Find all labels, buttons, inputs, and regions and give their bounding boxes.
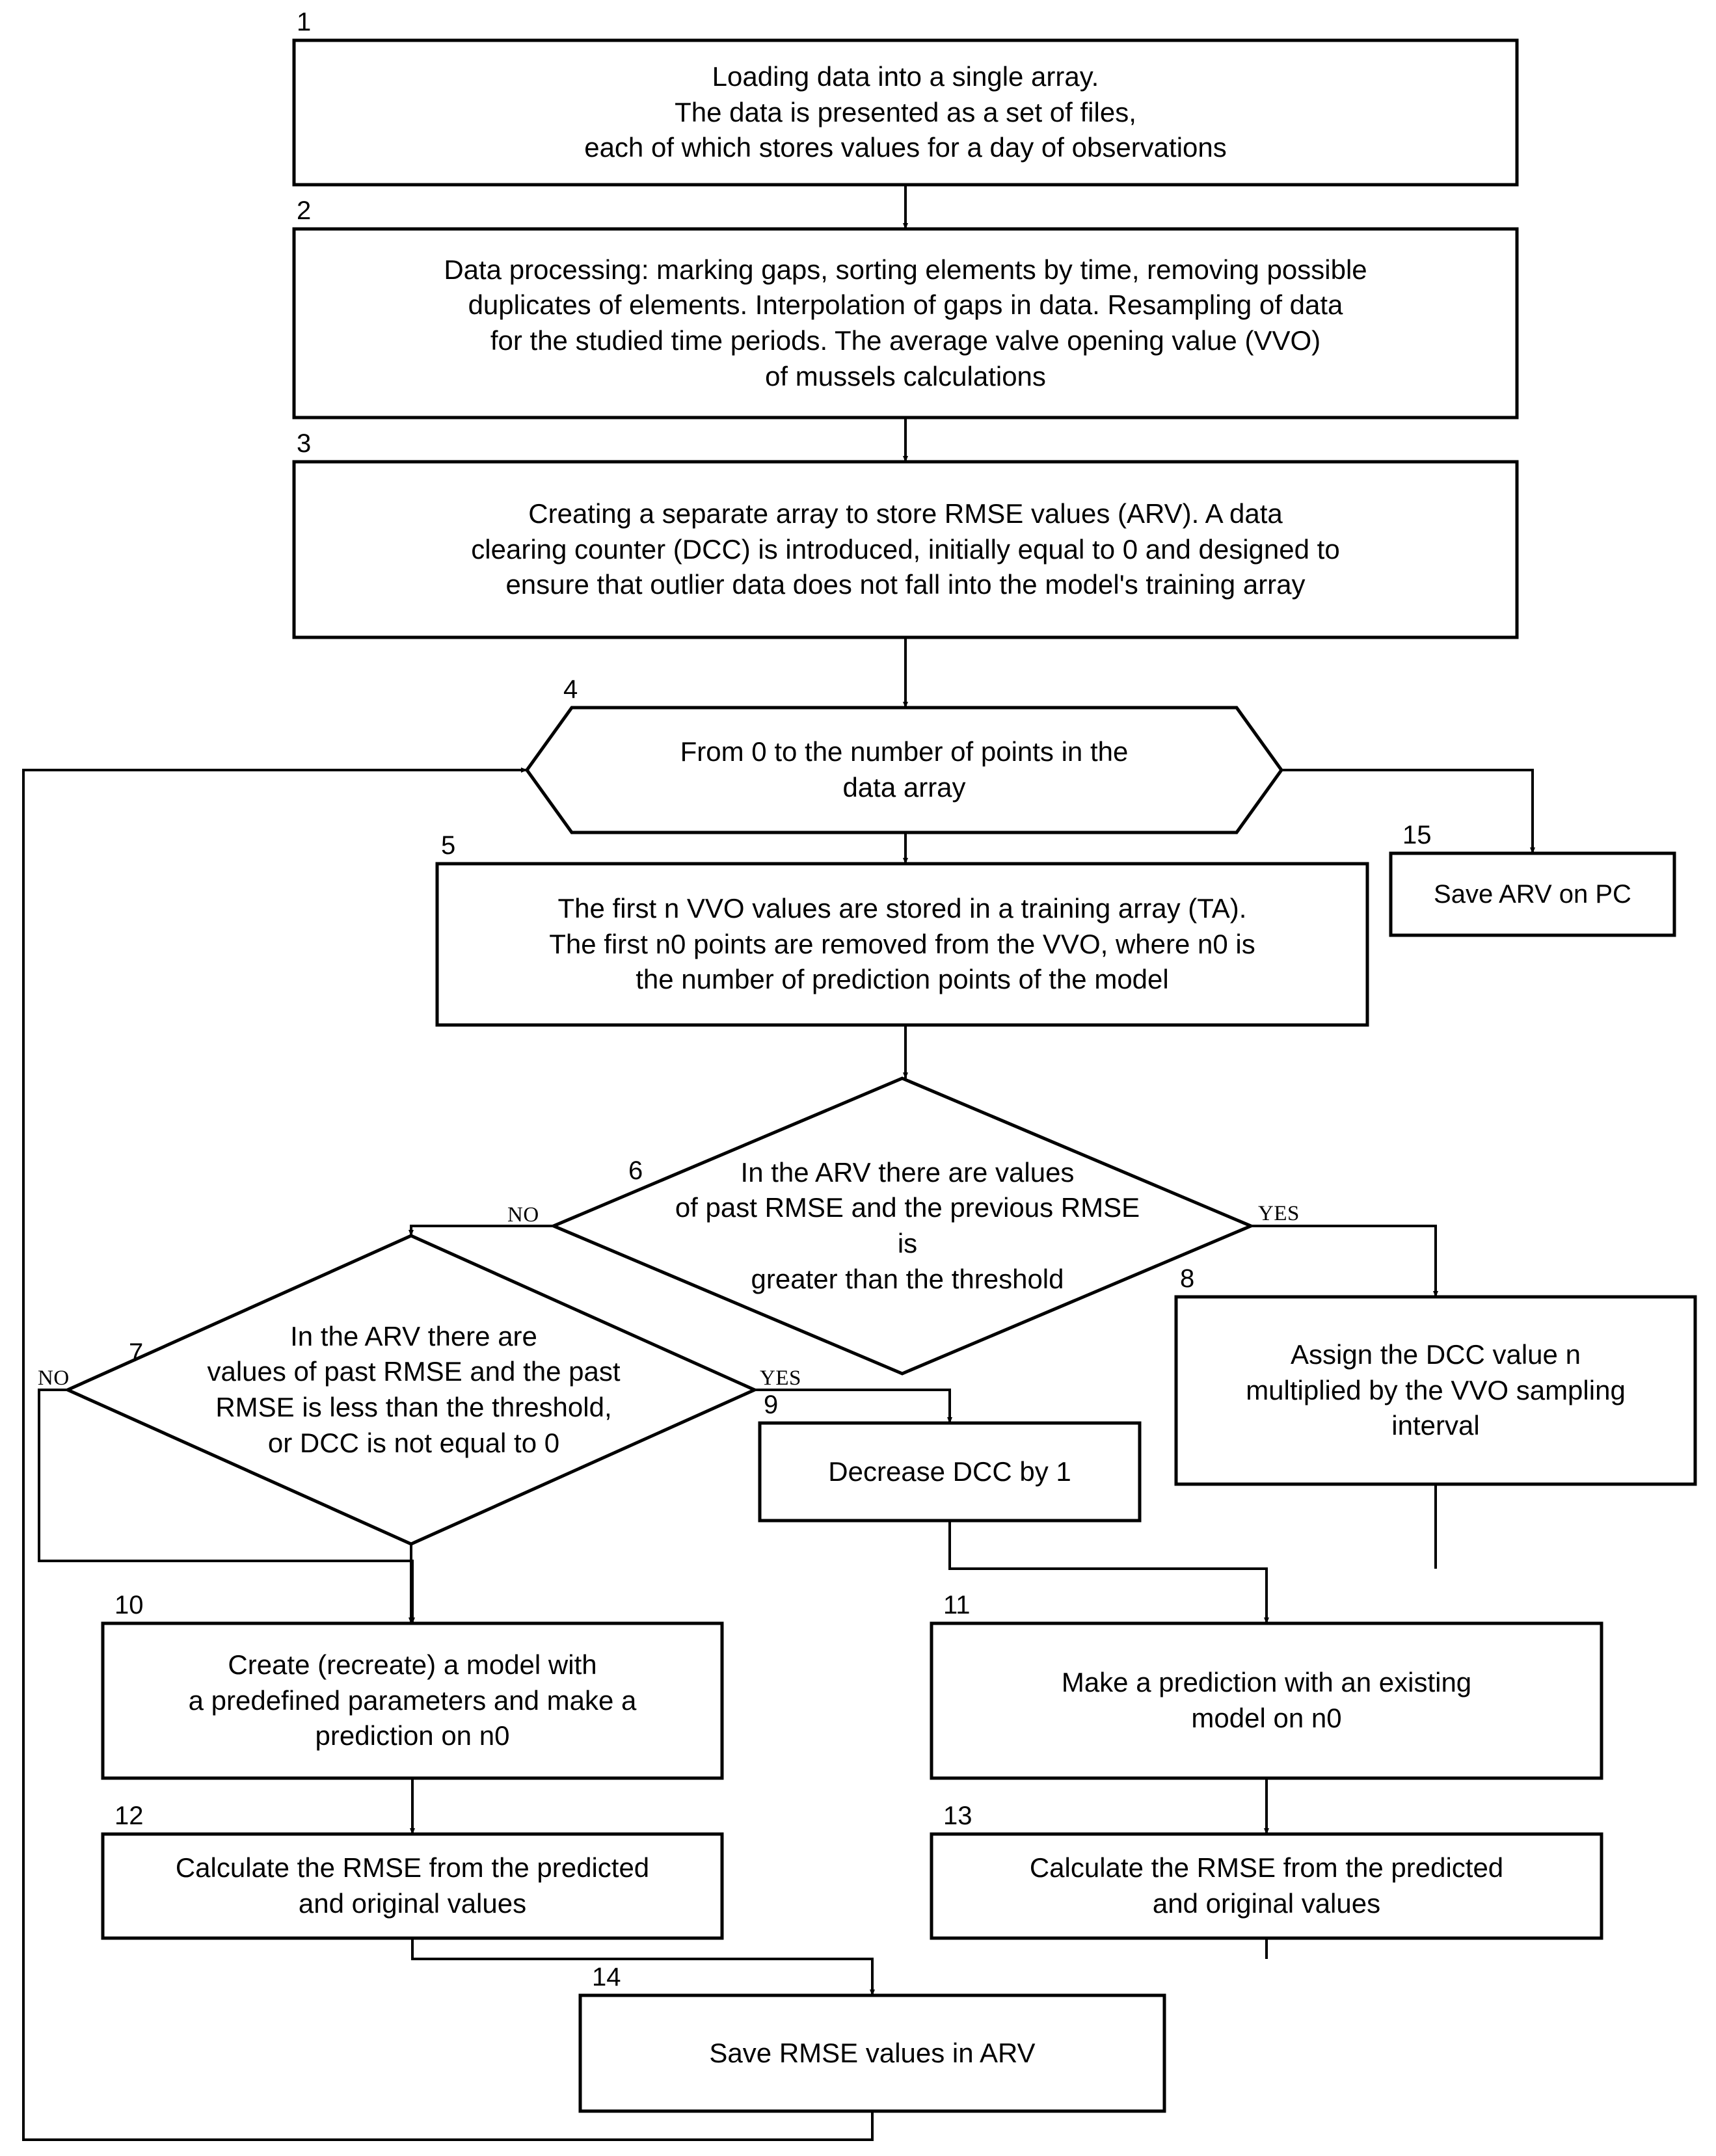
edge-7-yes-to-9 (755, 1389, 952, 1424)
node-4-shape (524, 706, 1284, 834)
node-7-number: 7 (129, 1338, 144, 1367)
node-5-shape (435, 862, 1369, 1027)
node-5-number: 5 (441, 831, 456, 860)
edge-label-6-no: NO (507, 1203, 539, 1227)
node-10-shape (101, 1621, 724, 1780)
node-12-number: 12 (114, 1802, 144, 1830)
edge-14-loopback-to-4 (22, 767, 874, 2141)
node-8-shape (1174, 1295, 1697, 1486)
edge-12-to-14 (411, 1938, 875, 1996)
node-14-shape (578, 1993, 1166, 2113)
edge-label-7-no: NO (38, 1366, 70, 1390)
node-15-number: 15 (1402, 821, 1432, 849)
node-4-number: 4 (563, 675, 578, 704)
node-14-number: 14 (592, 1963, 621, 1991)
node-6-number: 6 (628, 1156, 643, 1185)
node-1-shape (292, 38, 1519, 187)
node-2-shape (292, 227, 1519, 419)
node-13-shape (930, 1832, 1603, 1940)
node-9-number: 9 (764, 1391, 779, 1419)
node-1-number: 1 (297, 8, 312, 36)
edge-7-no-to-10 (38, 1389, 415, 1624)
edge-label-6-yes: YES (1258, 1202, 1300, 1225)
node-3-number: 3 (297, 429, 312, 458)
node-15-shape (1389, 851, 1676, 937)
edge-9-to-11 (948, 1521, 1269, 1624)
node-10-number: 10 (114, 1591, 144, 1619)
node-9-shape (758, 1421, 1142, 1523)
node-2-number: 2 (297, 196, 312, 225)
edge-4-to-15 (1281, 769, 1535, 854)
node-3-shape (292, 460, 1519, 639)
node-12-shape (101, 1832, 724, 1940)
edge-6-yes-to-8 (1251, 1225, 1438, 1298)
node-7-shape (63, 1234, 759, 1546)
node-13-number: 13 (943, 1802, 972, 1830)
node-11-number: 11 (943, 1591, 971, 1619)
node-8-number: 8 (1180, 1264, 1195, 1293)
node-11-shape (930, 1621, 1603, 1780)
edge-label-7-yes: YES (760, 1366, 801, 1390)
edge-6-no-to-7 (409, 1225, 554, 1236)
node-6-shape (549, 1076, 1255, 1376)
